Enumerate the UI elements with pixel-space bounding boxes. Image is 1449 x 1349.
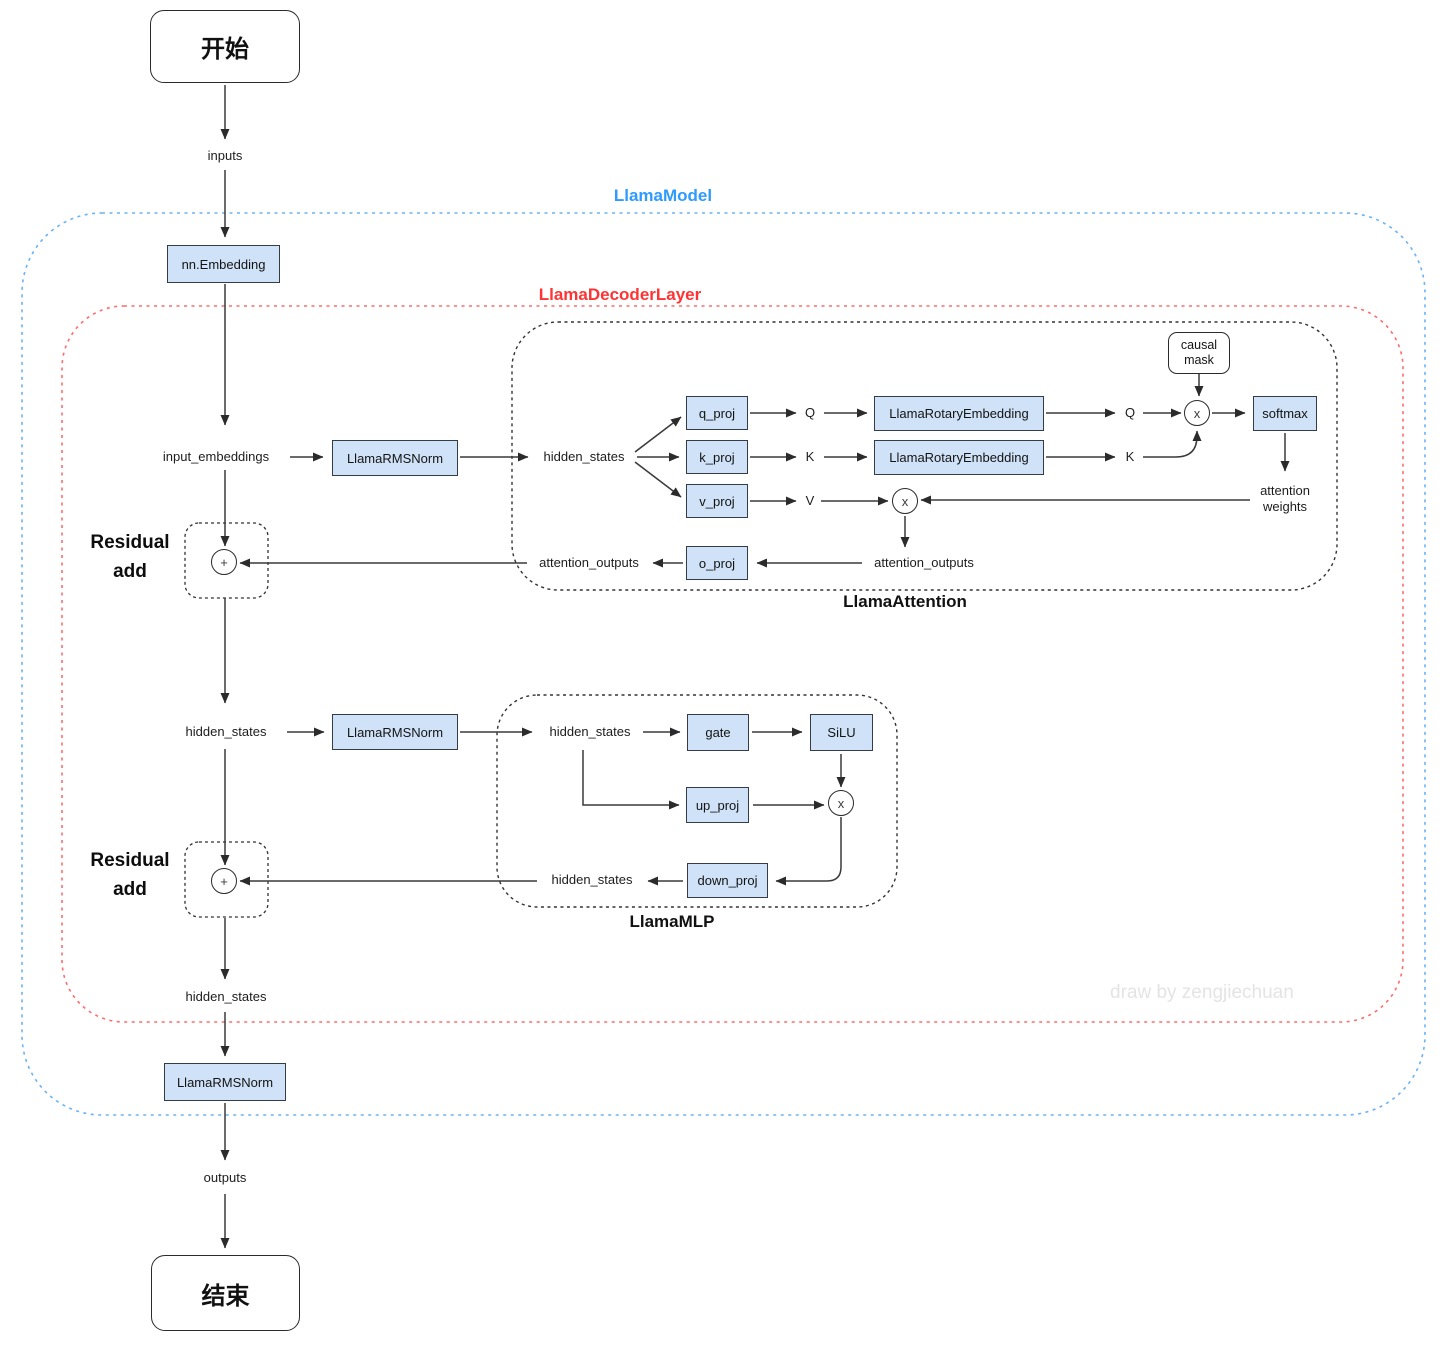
llama-attention-outline — [511, 321, 1338, 591]
input-embeddings-label: input_embeddings — [162, 449, 270, 464]
causal-mask-line2: mask — [1184, 353, 1214, 367]
hidden-states-mlp-in-label: hidden_states — [549, 724, 631, 739]
hidden-states-mlp-out-label: hidden_states — [551, 872, 633, 887]
v-label: V — [805, 493, 815, 508]
llama-mlp-title: LlamaMLP — [629, 912, 715, 931]
container-outlines — [21, 212, 1426, 1116]
hidden-states-out-label: hidden_states — [185, 989, 267, 1004]
add-operator-1: + — [211, 549, 237, 575]
edge-hidden-states-to-v-proj — [634, 461, 682, 498]
causal-mask-node: causal mask — [1168, 332, 1230, 374]
multiply-operator-qk: x — [1184, 400, 1210, 426]
k-label: K — [805, 449, 815, 464]
hidden-states-mid-label: hidden_states — [185, 724, 267, 739]
attention-outputs-outer-label: attention_outputs — [539, 555, 639, 570]
v-proj-node: v_proj — [686, 484, 748, 518]
llama-mlp-outline — [496, 694, 898, 908]
gate-node: gate — [687, 714, 749, 751]
rmsnorm-input-node: LlamaRMSNorm — [332, 440, 458, 476]
hidden-states-attn-label: hidden_states — [543, 449, 625, 464]
softmax-node: softmax — [1253, 396, 1317, 431]
down-proj-node: down_proj — [687, 863, 768, 898]
end-label: 结束 — [201, 1282, 250, 1310]
residual-add-1-label: Residual add — [90, 532, 170, 583]
end-node: 结束 — [151, 1255, 300, 1331]
llama-model-outline — [21, 212, 1426, 1116]
outputs-label: outputs — [203, 1170, 247, 1185]
edge-hidden-states-mlp-to-up-proj — [582, 750, 680, 810]
causal-mask-line1: causal — [1180, 338, 1218, 352]
edge-multiply-mlp-to-down-proj — [775, 817, 842, 886]
start-node: 开始 — [150, 10, 300, 83]
o-proj-node: o_proj — [686, 546, 748, 580]
llama-decoder-layer-title: LlamaDecoderLayer — [538, 285, 702, 304]
residual-add-1-outline — [184, 522, 269, 599]
q-proj-node: q_proj — [686, 396, 748, 430]
llama-decoder-layer-outline — [61, 305, 1404, 1023]
edge-hidden-states-to-q-proj — [634, 416, 682, 453]
q-rotated-label: Q — [1124, 405, 1136, 420]
rmsnorm-post-attention-node: LlamaRMSNorm — [332, 714, 458, 750]
start-label: 开始 — [201, 36, 249, 63]
q-label: Q — [804, 405, 816, 420]
rotary-embedding-k-node: LlamaRotaryEmbedding — [874, 440, 1044, 475]
inputs-label: inputs — [207, 148, 243, 163]
multiply-operator-v: x — [892, 488, 918, 514]
watermark: draw by zengjiechuan — [1110, 982, 1294, 1003]
llama-model-title: LlamaModel — [613, 186, 713, 205]
add-operator-2: + — [211, 868, 237, 894]
k-proj-node: k_proj — [686, 440, 748, 474]
residual-add-2-label: Residual add — [90, 850, 170, 901]
rotary-embedding-q-node: LlamaRotaryEmbedding — [874, 396, 1044, 431]
edges — [220, 85, 1290, 1249]
rmsnorm-final-node: LlamaRMSNorm — [164, 1063, 286, 1101]
residual-add-2-outline — [184, 841, 269, 918]
k-rotated-label: K — [1125, 449, 1135, 464]
up-proj-node: up_proj — [686, 787, 749, 823]
llama-attention-title: LlamaAttention — [843, 592, 967, 611]
edge-k2-to-multiply-qk — [1143, 430, 1202, 458]
attention-weights-label: attention weights — [1260, 483, 1310, 515]
attention-outputs-inner-label: attention_outputs — [874, 555, 974, 570]
silu-node: SiLU — [810, 714, 873, 751]
embedding-node: nn.Embedding — [167, 245, 280, 283]
multiply-operator-mlp: x — [828, 790, 854, 816]
